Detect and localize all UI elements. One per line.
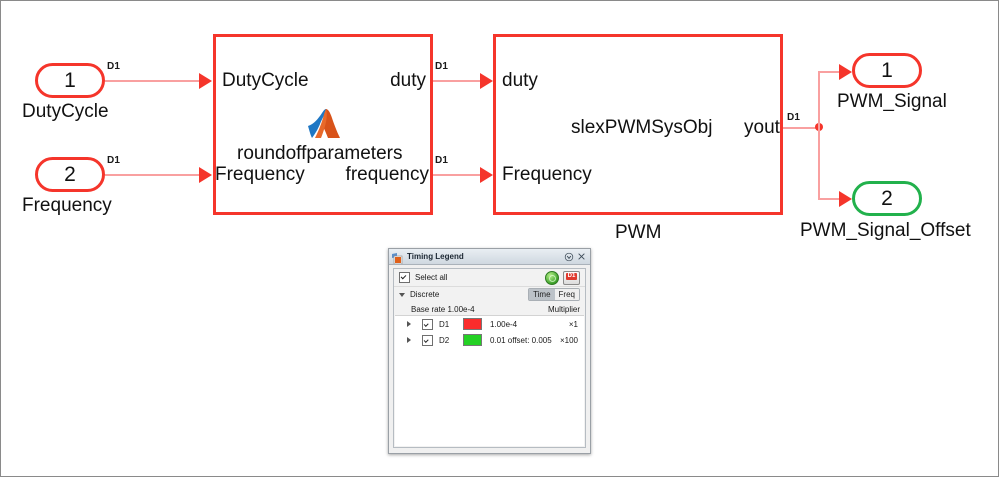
- row-value-d2: 0.01 offset: 0.005: [490, 335, 552, 345]
- signal-label-frequency: D1: [435, 155, 449, 166]
- wire-branch-up: [818, 71, 820, 129]
- signal-label-in1: D1: [107, 61, 121, 72]
- timing-legend-titlebar[interactable]: Timing Legend: [389, 249, 590, 265]
- matlab-membrane-icon: [306, 107, 342, 141]
- signal-label-yout: D1: [787, 112, 801, 123]
- outport-1-number: 1: [881, 58, 893, 82]
- row-checkbox-d1[interactable]: [422, 318, 433, 330]
- inport-2-number: 2: [64, 162, 76, 186]
- row-multiplier-d2: ×100: [559, 335, 578, 345]
- time-freq-toggle[interactable]: Time Freq: [528, 288, 580, 301]
- timing-legend-title: Timing Legend: [407, 252, 464, 261]
- arrow-out2: [839, 191, 852, 207]
- arrow-in2: [199, 167, 212, 183]
- row-name-d2: D2: [439, 335, 450, 345]
- base-rate-row: Base rate 1.00e-4 Multiplier: [394, 302, 585, 316]
- discrete-group-label: Discrete: [410, 290, 440, 299]
- panel-options-icon[interactable]: [563, 251, 575, 263]
- inport-block-1[interactable]: 1: [35, 63, 105, 98]
- row-checkbox-d2[interactable]: [422, 334, 433, 346]
- pwm-block-name: slexPWMSysObj: [571, 117, 713, 138]
- inport-1-label: DutyCycle: [22, 101, 109, 122]
- timing-legend-list: D1 1.00e-4 ×1 D2 0.01 offset: 0.005 ×100: [395, 315, 584, 446]
- wire-in2: [105, 174, 200, 176]
- outport-block-1[interactable]: 1: [852, 53, 922, 88]
- timing-legend-icon: [392, 251, 403, 265]
- pwm-inport-frequency: Frequency: [502, 164, 592, 185]
- signal-label-duty: D1: [435, 61, 449, 72]
- block-roundoffparameters[interactable]: [213, 34, 433, 215]
- roundoff-block-name: roundoffparameters: [237, 143, 403, 164]
- outport-2-number: 2: [881, 186, 893, 210]
- inport-2-label: Frequency: [22, 195, 112, 216]
- roundoff-inport-frequency: Frequency: [215, 164, 305, 185]
- base-rate-label: Base rate 1.00e-4: [411, 304, 475, 314]
- block-pwm[interactable]: [493, 34, 783, 215]
- roundoff-outport-duty: duty: [390, 70, 426, 91]
- wire-branch-down: [818, 127, 820, 200]
- roundoff-outport-frequency: frequency: [345, 164, 429, 185]
- outport-2-label: PWM_Signal_Offset: [800, 220, 971, 241]
- sample-time-annotation-label: D1: [565, 272, 578, 280]
- select-all-row[interactable]: Select all D1: [394, 269, 585, 287]
- wire-in1: [105, 80, 200, 82]
- table-row[interactable]: D2 0.01 offset: 0.005 ×100: [395, 332, 584, 348]
- arrow-frequency: [480, 167, 493, 183]
- row-name-d1: D1: [439, 319, 450, 329]
- arrow-out1: [839, 64, 852, 80]
- signal-label-in2: D1: [107, 155, 121, 166]
- chevron-down-icon[interactable]: [399, 292, 405, 297]
- toggle-time[interactable]: Time: [529, 289, 555, 300]
- close-icon[interactable]: [575, 251, 587, 263]
- discrete-group-row[interactable]: Discrete Time Freq: [394, 287, 585, 302]
- pwm-inport-duty: duty: [502, 70, 538, 91]
- arrow-in1: [199, 73, 212, 89]
- select-all-checkbox[interactable]: [399, 272, 410, 283]
- timing-legend-body: Select all D1 Discrete Time Freq Base ra…: [393, 268, 586, 448]
- table-row[interactable]: D1 1.00e-4 ×1: [395, 316, 584, 332]
- row-color-swatch-d2: [463, 334, 482, 346]
- outport-block-2[interactable]: 2: [852, 181, 922, 216]
- wire-out2: [818, 198, 843, 200]
- wire-duty: [433, 80, 481, 82]
- sample-time-colors-icon[interactable]: [545, 270, 559, 285]
- multiplier-header: Multiplier: [547, 304, 580, 314]
- row-multiplier-d1: ×1: [568, 319, 578, 329]
- select-all-label: Select all: [415, 273, 448, 282]
- arrow-duty: [480, 73, 493, 89]
- inport-block-2[interactable]: 2: [35, 157, 105, 192]
- legend-toolbar: D1: [545, 270, 580, 285]
- sample-time-annotation-icon[interactable]: D1: [563, 270, 580, 285]
- row-value-d1: 1.00e-4: [490, 319, 518, 329]
- wire-frequency: [433, 174, 481, 176]
- pwm-block-caption: PWM: [615, 222, 662, 243]
- toggle-freq[interactable]: Freq: [554, 289, 579, 300]
- row-color-swatch-d1: [463, 318, 482, 330]
- wire-out1: [818, 71, 843, 73]
- inport-1-number: 1: [64, 68, 76, 92]
- timing-legend-panel[interactable]: Timing Legend Select all: [388, 248, 591, 454]
- wire-yout: [783, 127, 821, 129]
- roundoff-inport-dutycycle: DutyCycle: [222, 70, 309, 91]
- outport-1-label: PWM_Signal: [837, 91, 947, 112]
- chevron-right-icon[interactable]: [407, 321, 411, 327]
- pwm-outport-yout: yout: [744, 117, 780, 138]
- chevron-right-icon[interactable]: [407, 337, 411, 343]
